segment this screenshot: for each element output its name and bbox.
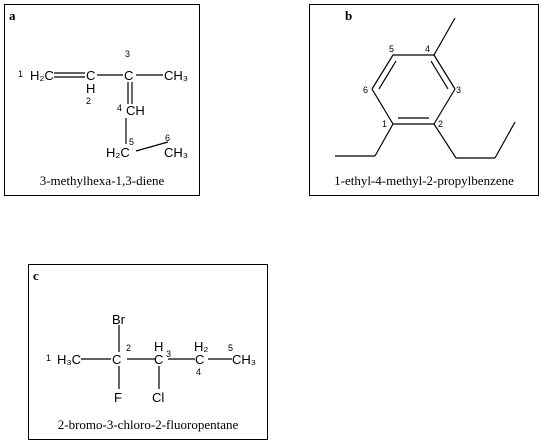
atom-bromine: Br (112, 312, 126, 327)
atom-c4-hydrogens: H₂ (194, 339, 208, 354)
locant-5: 5 (228, 343, 233, 353)
structure-c-diagram: Br H₃C C F H C Cl H₂ C CH₃ 1 2 3 4 5 (46, 312, 256, 405)
locant-6: 6 (165, 133, 170, 143)
structure-b-diagram: 1 2 3 4 5 6 (335, 17, 516, 159)
ring-bond-3-4 (433, 54, 456, 90)
atom-chlorine: Cl (152, 390, 164, 405)
locant-6: 6 (363, 85, 368, 95)
locant-2: 2 (438, 119, 443, 129)
atom-methyl: CH₃ (164, 68, 188, 83)
locant-2: 2 (126, 343, 131, 353)
atom-c5: H₂C (106, 145, 130, 160)
caption-c: 2-bromo-3-chloro-2-fluoropentane (57, 417, 239, 432)
atom-c3: C (124, 68, 133, 83)
locant-3: 3 (125, 49, 130, 59)
bond-c5-c6 (135, 141, 169, 152)
panel-label-a: a (9, 8, 16, 23)
atom-c1: H₃C (57, 352, 81, 367)
ring-double-3-4 (430, 60, 449, 90)
structure-panel-a: a H₂C C H C CH₃ CH H₂C CH₃ 1 2 3 4 5 6 3… (4, 4, 200, 196)
locant-5: 5 (389, 44, 394, 54)
atom-c4: C (195, 352, 204, 367)
atom-c5: CH₃ (232, 352, 256, 367)
locant-1: 1 (382, 119, 387, 129)
structure-panel-c: c Br H₃C C F H C Cl H₂ C CH₃ 1 2 3 4 5 2… (28, 264, 268, 440)
locant-5: 5 (129, 137, 134, 147)
atom-c3-hydrogen: H (154, 339, 163, 354)
atom-c4: CH (126, 103, 145, 118)
panel-label-b: b (345, 8, 353, 23)
locant-2: 2 (86, 96, 91, 106)
ring-bond-6-1 (371, 88, 394, 125)
locant-3: 3 (456, 85, 461, 95)
ring-bond-2-3 (433, 88, 456, 125)
atom-c2: C (112, 352, 121, 367)
ring-double-5-6 (378, 60, 397, 90)
bond-propyl-3 (494, 121, 516, 159)
bond-propyl-1 (433, 123, 457, 159)
atom-c1: H₂C (30, 68, 54, 83)
locant-4: 4 (117, 103, 122, 113)
ring-bond-5-6 (371, 54, 394, 90)
locant-4: 4 (425, 44, 430, 54)
locant-3: 3 (166, 349, 171, 359)
bond-methyl (433, 17, 456, 56)
atom-c2: C (86, 68, 95, 83)
locant-1: 1 (18, 69, 23, 79)
atom-c3: C (154, 352, 163, 367)
structure-panel-b: b 1 2 3 4 5 6 1-ethyl-4-methyl-2-propylb… (309, 4, 539, 196)
atom-fluorine: F (114, 390, 122, 405)
locant-1: 1 (46, 353, 51, 363)
atom-c2-hydrogen: H (86, 81, 95, 96)
bond-ethyl-1 (374, 123, 394, 157)
structure-a-diagram: H₂C C H C CH₃ CH H₂C CH₃ 1 2 3 4 5 6 (18, 49, 188, 160)
caption-b: 1-ethyl-4-methyl-2-propylbenzene (334, 173, 514, 188)
panel-label-c: c (33, 268, 39, 283)
caption-a: 3-methylhexa-1,3-diene (39, 173, 165, 188)
locant-4: 4 (196, 367, 201, 377)
atom-c6: CH₃ (164, 145, 188, 160)
